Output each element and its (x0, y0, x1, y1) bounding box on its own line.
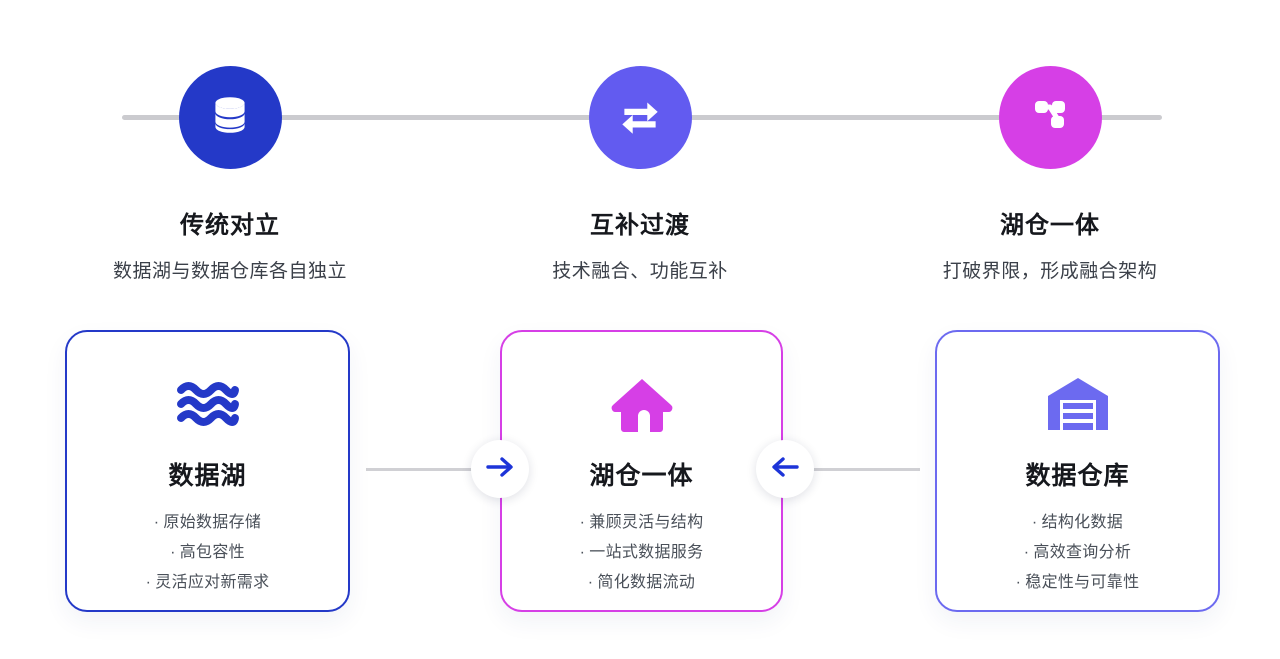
arrow-right-icon (485, 455, 515, 484)
card-title: 数据仓库 (1025, 462, 1130, 490)
list-item: 原始数据存储 (154, 508, 261, 532)
list-item: 一站式数据服务 (580, 538, 704, 562)
step-title: 互补过渡 (590, 212, 690, 239)
card-data-warehouse[interactable]: 数据仓库 结构化数据 高效查询分析 稳定性与可靠性 (935, 330, 1220, 612)
step-icon-badge-database (178, 66, 282, 169)
timeline-step-lakehouse[interactable]: 湖仓一体 打破界限，形成融合架构 (880, 0, 1220, 283)
database-icon (205, 90, 255, 145)
list-item: 稳定性与可靠性 (1016, 568, 1140, 592)
card-data-lake[interactable]: 数据湖 原始数据存储 高包容性 灵活应对新需求 (65, 330, 350, 612)
step-title: 湖仓一体 (1000, 212, 1100, 239)
connector-arrow-right[interactable] (471, 440, 529, 498)
list-item: 兼顾灵活与结构 (580, 508, 704, 532)
step-icon-badge-share (998, 66, 1102, 169)
step-subtitle: 技术融合、功能互补 (552, 261, 728, 282)
list-item: 结构化数据 (1032, 508, 1123, 532)
step-icon-badge-exchange (588, 66, 692, 169)
card-bullet-list: 原始数据存储 高包容性 灵活应对新需求 (146, 508, 270, 592)
connector-arrow-left[interactable] (756, 440, 814, 498)
share-nodes-icon (1026, 91, 1074, 144)
arrow-left-icon (770, 455, 800, 484)
card-lakehouse[interactable]: 湖仓一体 兼顾灵活与结构 一站式数据服务 简化数据流动 (500, 330, 783, 612)
connector-line-right (752, 468, 920, 471)
list-item: 简化数据流动 (588, 568, 695, 592)
step-subtitle: 数据湖与数据仓库各自独立 (112, 261, 347, 282)
timeline-step-traditional[interactable]: 传统对立 数据湖与数据仓库各自独立 (60, 0, 400, 283)
house-icon (611, 374, 673, 434)
card-bullet-list: 兼顾灵活与结构 一站式数据服务 简化数据流动 (580, 508, 704, 592)
step-subtitle: 打破界限，形成融合架构 (942, 261, 1158, 282)
card-title: 数据湖 (168, 462, 247, 490)
warehouse-icon (1046, 374, 1110, 434)
list-item: 高效查询分析 (1024, 538, 1131, 562)
timeline-step-transition[interactable]: 互补过渡 技术融合、功能互补 (470, 0, 810, 283)
list-item: 高包容性 (170, 538, 245, 562)
list-item: 灵活应对新需求 (146, 568, 270, 592)
step-title: 传统对立 (180, 212, 280, 239)
exchange-arrows-icon (615, 90, 665, 145)
timeline-steps: 传统对立 数据湖与数据仓库各自独立 互补过渡 技术融合、功能互补 (0, 0, 1280, 283)
card-title: 湖仓一体 (589, 462, 694, 490)
architecture-cards: 数据湖 原始数据存储 高包容性 灵活应对新需求 湖仓一体 兼顾灵活与结构 一站式… (0, 330, 1280, 615)
waves-icon (175, 374, 241, 434)
process-timeline: 传统对立 数据湖与数据仓库各自独立 互补过渡 技术融合、功能互补 (0, 0, 1280, 290)
connector-line-left (366, 468, 532, 471)
card-bullet-list: 结构化数据 高效查询分析 稳定性与可靠性 (1016, 508, 1140, 592)
